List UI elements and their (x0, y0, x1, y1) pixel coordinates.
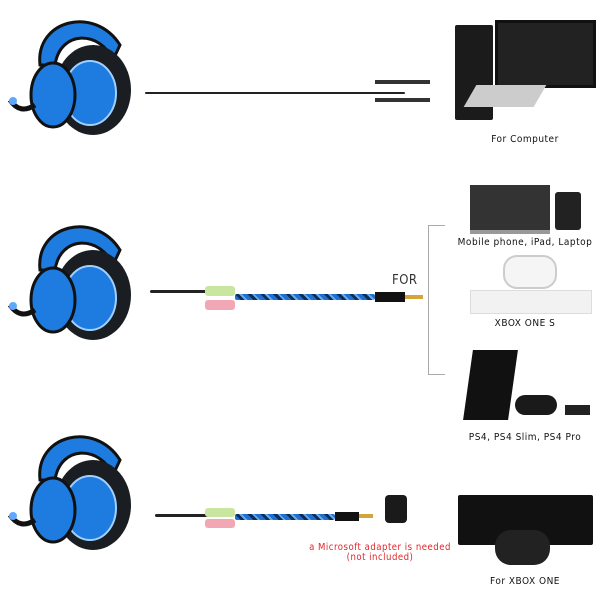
cable (145, 92, 405, 94)
pink-plug (205, 300, 235, 310)
bracket (428, 225, 445, 375)
plug-tip (405, 295, 423, 299)
device-label-mobile: Mobile phone, iPad, Laptop (457, 237, 593, 248)
plug-tip (359, 514, 373, 518)
ps4-controller (515, 395, 557, 415)
braided-cable (235, 514, 335, 520)
device-label-ps4: PS4, PS4 Slim, PS4 Pro (468, 432, 582, 443)
headset-image (5, 210, 140, 345)
tablet-icon (555, 192, 581, 230)
ps-camera (565, 405, 590, 415)
xbox-controller-white (503, 255, 557, 289)
green-plug (205, 286, 235, 296)
ps4-console (463, 350, 518, 420)
xbox-adapter-icon (385, 495, 407, 523)
audio-plug (335, 512, 359, 521)
monitor-icon (495, 20, 596, 88)
adapter-note: a Microsoft adapter is needed (not inclu… (305, 543, 455, 563)
device-label-xbox-one: For XBOX ONE (490, 576, 560, 587)
audio-jack-pink (375, 98, 430, 102)
keyboard-icon (463, 85, 547, 107)
audio-jack-green (375, 80, 430, 84)
adapter-note-line2: (not included) (346, 552, 414, 563)
for-label: FOR (392, 273, 418, 288)
xbox-one-s-console (470, 290, 592, 314)
audio-plug (375, 292, 405, 302)
pink-plug (205, 519, 235, 528)
cable (155, 514, 210, 517)
headset-image (5, 420, 140, 555)
device-label-xbox-one-s: XBOX ONE S (494, 318, 556, 329)
green-plug (205, 508, 235, 517)
headset-image (5, 5, 140, 140)
cable (150, 290, 210, 293)
device-label-computer: For Computer (491, 134, 559, 145)
xbox-controller-black (495, 530, 550, 565)
adapter-note-line1: a Microsoft adapter is needed (309, 542, 451, 553)
braided-cable (235, 294, 375, 300)
laptop-icon (470, 185, 550, 234)
